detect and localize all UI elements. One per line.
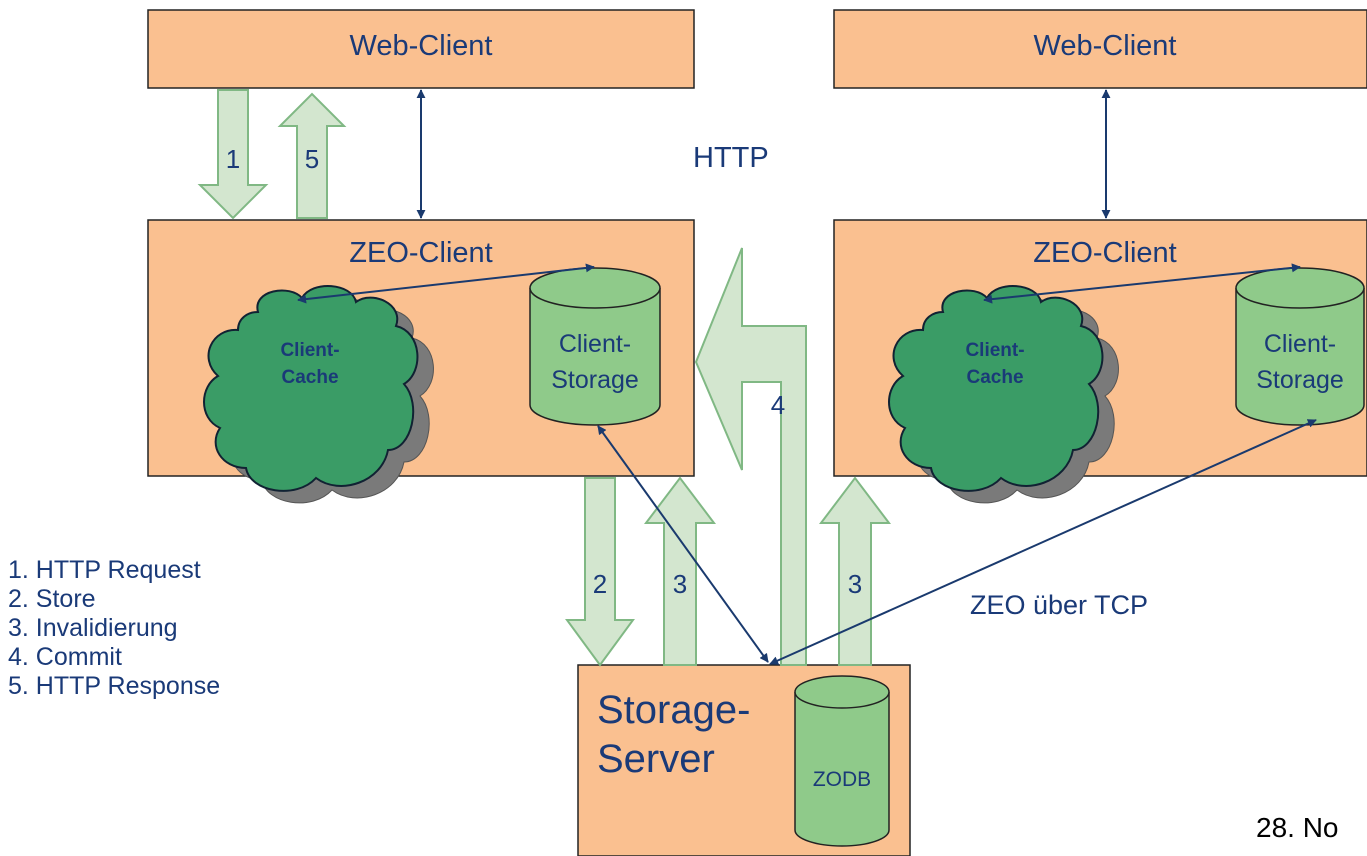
- arrow-step-5-response: [277, 92, 347, 219]
- web-client-left-box: [147, 9, 695, 89]
- arrow-step-1-request: [197, 89, 269, 220]
- arrow-1-label: 1: [226, 144, 240, 174]
- footer-date: 28. No: [1256, 812, 1339, 843]
- legend-item-1: 1. HTTP Request: [8, 556, 201, 584]
- storage-server-label-line2: Server: [597, 737, 715, 781]
- zeo-tcp-link-left: [597, 425, 769, 663]
- arrow-3-right-label: 3: [848, 569, 862, 599]
- legend: 1. HTTP Request 2. Store 3. Invalidierun…: [8, 556, 220, 701]
- zeo-client-right-label: ZEO-Client: [1033, 237, 1176, 269]
- client-cache-right-line1: Client-: [965, 340, 1024, 361]
- arrow-step-4-commit: [694, 247, 807, 666]
- client-cache-left-line1: Client-: [280, 340, 339, 361]
- client-storage-right-line1: Client-: [1264, 330, 1336, 358]
- web-client-right-label: Web-Client: [1034, 30, 1177, 62]
- zeo-client-left-label: ZEO-Client: [349, 237, 492, 269]
- arrow-4-label: 4: [771, 390, 785, 420]
- client-storage-right-line2: Storage: [1256, 366, 1344, 394]
- arrow-2-label: 2: [593, 569, 607, 599]
- client-storage-right-cylinder: Client- Storage: [1235, 267, 1365, 426]
- web-client-right-box: [833, 9, 1367, 89]
- legend-item-3: 3. Invalidierung: [8, 614, 178, 642]
- arrow-5-label: 5: [305, 144, 319, 174]
- storage-server-label-line1: Storage-: [597, 688, 750, 732]
- legend-item-4: 4. Commit: [8, 643, 122, 671]
- zodb-cylinder: ZODB: [794, 675, 890, 847]
- cache-storage-link-left: [297, 263, 595, 304]
- client-cache-left-cloud: Client- Cache: [203, 285, 434, 504]
- client-storage-left-line2: Storage: [551, 366, 639, 394]
- legend-item-2: 2. Store: [8, 585, 96, 613]
- zodb-label: ZODB: [813, 768, 871, 791]
- legend-item-5: 5. HTTP Response: [8, 672, 221, 700]
- cache-storage-link-right: [983, 263, 1301, 304]
- arrow-3-left-label: 3: [673, 569, 687, 599]
- client-cache-left-line2: Cache: [281, 367, 338, 388]
- zeo-tcp-label: ZEO über TCP: [970, 590, 1148, 620]
- client-storage-left-cylinder: Client- Storage: [529, 267, 661, 426]
- client-cache-right-line2: Cache: [966, 367, 1023, 388]
- http-label: HTTP: [693, 142, 769, 174]
- web-client-left-label: Web-Client: [350, 30, 493, 62]
- zeo-tcp-link-right: [769, 419, 1317, 665]
- client-storage-left-line1: Client-: [559, 330, 631, 358]
